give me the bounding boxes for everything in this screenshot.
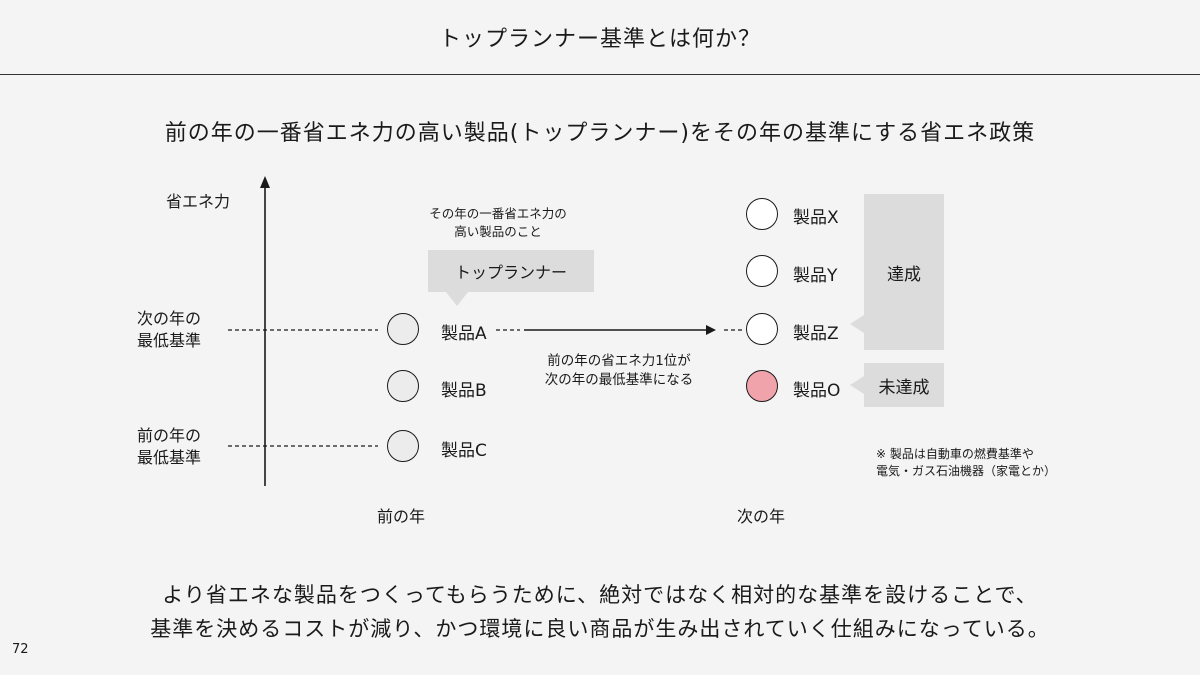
y-axis-arrowhead (260, 176, 270, 188)
header: トップランナー基準とは何か？ (0, 0, 1200, 75)
product-z-circle (746, 313, 778, 345)
product-o-circle (746, 370, 778, 402)
achieved-label: 達成 (887, 264, 921, 285)
subtitle: 前の年の一番省エネ力の高い製品(トップランナー)をその年の基準にする省エネ政策 (164, 121, 1036, 146)
product-c-circle (387, 430, 419, 462)
achieved-callout: 達成 (864, 194, 944, 350)
product-x-label: 製品X (793, 208, 839, 228)
product-y-circle (746, 255, 778, 287)
not-achieved-callout-tail (850, 376, 864, 394)
product-c-label: 製品C (441, 441, 487, 461)
top-runner-callout: トップランナー (428, 250, 594, 292)
page-title: トップランナー基準とは何か？ (438, 27, 761, 52)
not-achieved-label: 未達成 (878, 377, 930, 398)
page-number: 72 (12, 642, 29, 657)
conclusion-text: より省エネな製品をつくってもらうために、絶対ではなく相対的な基準を設けることで、… (0, 578, 1200, 646)
conclusion-line1: より省エネな製品をつくってもらうために、絶対ではなく相対的な基準を設けることで、 (162, 583, 1038, 607)
product-o-label: 製品O (793, 381, 841, 401)
old-min-label-line1: 前の年の (137, 426, 202, 445)
achieved-callout-tail (850, 315, 864, 333)
new-min-label-line2: 最低基準 (137, 331, 202, 350)
top-runner-note: その年の一番省エネ力の 高い製品のこと (428, 205, 568, 241)
top-runner-note-line2: 高い製品のこと (454, 224, 542, 239)
old-min-label: 前の年の 最低基準 (137, 425, 201, 469)
footnote-line2: 電気・ガス石油機器（家電とか） (876, 464, 1057, 478)
product-z-label: 製品Z (793, 324, 839, 344)
top-runner-callout-tail (446, 292, 468, 306)
arrow-note-line2: 次の年の最低基準になる (544, 372, 694, 388)
product-y-label: 製品Y (793, 266, 838, 286)
old-min-label-line2: 最低基準 (137, 448, 202, 467)
product-x-circle (746, 198, 778, 230)
new-min-label-line1: 次の年の (137, 309, 202, 328)
arrow-note-line1: 前の年の省エネ力1位が (547, 353, 691, 369)
product-a-label: 製品A (441, 324, 487, 344)
product-b-label: 製品B (441, 381, 487, 401)
product-a-circle (387, 313, 419, 345)
product-b-circle (387, 370, 419, 402)
conclusion-line2: 基準を決めるコストが減り、かつ環境に良い商品が生み出されていく仕組みになっている… (150, 617, 1050, 641)
arrow-note: 前の年の省エネ力1位が 次の年の最低基準になる (524, 352, 714, 390)
footnote-line1: ※ 製品は自動車の燃費基準や (876, 447, 1034, 461)
prev-year-label: 前の年 (377, 507, 426, 526)
not-achieved-callout: 未達成 (864, 363, 944, 407)
next-year-label: 次の年 (737, 507, 786, 526)
transfer-arrowhead (706, 325, 716, 335)
top-runner-label: トップランナー (454, 263, 567, 282)
top-runner-note-line1: その年の一番省エネ力の (429, 206, 567, 221)
y-axis-label: 省エネ力 (166, 192, 231, 211)
new-min-label: 次の年の 最低基準 (137, 308, 201, 352)
footnote: ※ 製品は自動車の燃費基準や 電気・ガス石油機器（家電とか） (876, 446, 1056, 480)
